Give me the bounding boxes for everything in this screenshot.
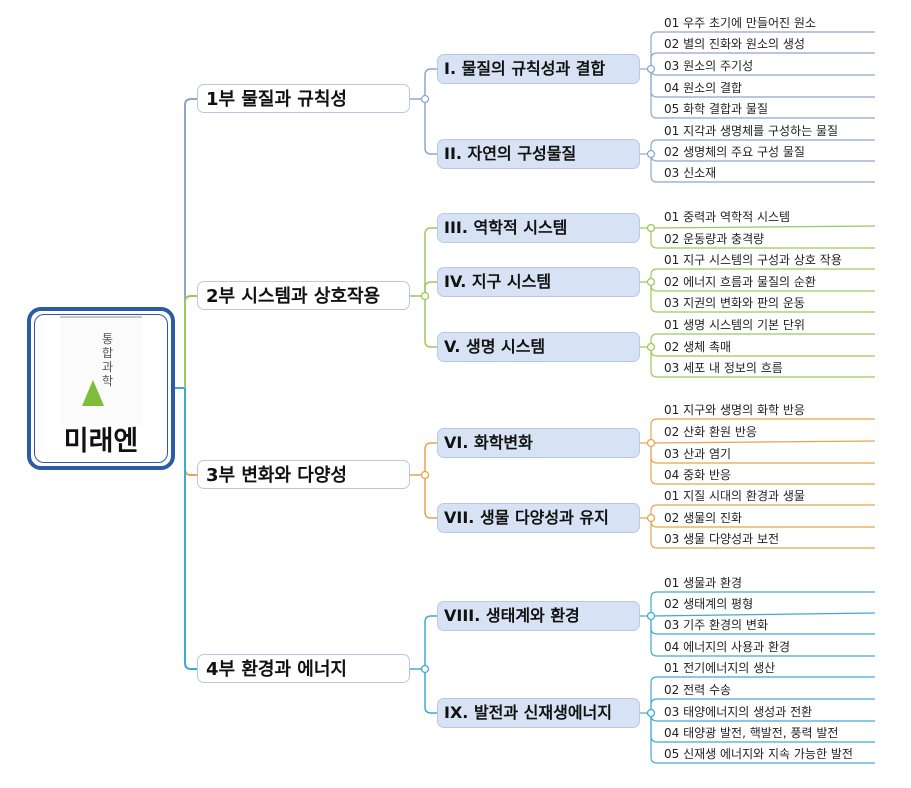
leaf-underline [650, 139, 875, 154]
chapter-connector [424, 296, 437, 348]
leaf-topic[interactable]: 04 태양광 발전, 핵발전, 풍력 발전 [664, 726, 839, 740]
leaf-topic[interactable]: 05 화학 결합과 물질 [664, 102, 768, 116]
leaf-topic[interactable]: 02 별의 진화와 원소의 생성 [664, 37, 805, 51]
collapse-toggle[interactable] [420, 470, 430, 480]
leaf-topic[interactable]: 04 원소의 결합 [664, 81, 743, 95]
leaf-topic[interactable]: 01 지각과 생명체를 구성하는 물질 [664, 124, 839, 138]
collapse-toggle[interactable] [420, 291, 430, 301]
chapter-node[interactable]: I. 물질의 규칙성과 결합 [437, 54, 640, 84]
root-inner-border [34, 314, 168, 463]
leaf-underline [650, 612, 876, 617]
leaf-topic[interactable]: 03 생물 다양성과 보전 [664, 532, 780, 546]
collapse-toggle[interactable] [420, 94, 430, 104]
leaf-topic[interactable]: 01 중력과 역학적 시스템 [664, 210, 791, 224]
leaf-topic[interactable]: 02 에너지 흐름과 물질의 순환 [664, 275, 816, 289]
root-node[interactable]: 통합 과학 미래엔 [27, 307, 175, 470]
collapse-toggle[interactable] [646, 149, 656, 159]
part-connector [184, 388, 197, 670]
leaf-underline [650, 154, 875, 183]
root-label: 미래엔 [63, 426, 139, 457]
leaf-underline [650, 418, 875, 443]
leaf-topic[interactable]: 02 생물의 진화 [664, 511, 743, 525]
textbook-cover-image: 통합 과학 [60, 316, 142, 426]
part-node[interactable]: 2부 시스템과 상호작용 [197, 281, 410, 310]
leaf-topic[interactable]: 03 산과 염기 [664, 447, 732, 461]
leaf-topic[interactable]: 01 우주 초기에 만들어진 원소 [664, 16, 816, 30]
leaf-topic[interactable]: 04 에너지의 사용과 환경 [664, 640, 791, 654]
chapter-connector [424, 475, 437, 519]
chapter-node[interactable]: VI. 화학변화 [437, 428, 640, 458]
leaf-topic[interactable]: 03 태양에너지의 생성과 전환 [664, 705, 813, 719]
chapter-connector [424, 442, 437, 475]
leaf-underline [650, 504, 875, 518]
leaf-underline [650, 347, 875, 378]
leaf-underline [650, 225, 876, 229]
collapse-toggle[interactable] [646, 64, 656, 74]
chapter-node[interactable]: IV. 지구 시스템 [437, 267, 640, 297]
chapter-connector [424, 99, 437, 155]
leaf-underline [650, 440, 876, 444]
leaf-underline [650, 69, 875, 119]
collapse-toggle[interactable] [646, 223, 656, 233]
leaf-topic[interactable]: 02 운동량과 충격량 [664, 232, 765, 246]
leaf-topic[interactable]: 01 지구와 생명의 화학 반응 [664, 403, 805, 417]
leaf-underline [650, 443, 875, 485]
leaf-topic[interactable]: 01 전기에너지의 생산 [664, 661, 776, 675]
part-connector [184, 295, 197, 388]
leaf-underline [650, 698, 875, 713]
chapter-node[interactable]: IX. 발전과 신재생에너지 [437, 698, 640, 728]
flask-icon [82, 380, 104, 406]
leaf-topic[interactable]: 01 지구 시스템의 구성과 상호 작용 [664, 253, 842, 267]
collapse-toggle[interactable] [646, 438, 656, 448]
chapter-node[interactable]: III. 역학적 시스템 [437, 213, 640, 243]
leaf-underline [650, 713, 875, 764]
leaf-underline [650, 616, 875, 657]
leaf-topic[interactable]: 03 신소재 [664, 166, 717, 180]
collapse-toggle[interactable] [646, 277, 656, 287]
leaf-topic[interactable]: 01 생명 시스템의 기본 단위 [664, 318, 805, 332]
leaf-underline [650, 676, 875, 713]
leaf-topic[interactable]: 02 생체 촉매 [664, 340, 732, 354]
collapse-toggle[interactable] [646, 611, 656, 621]
leaf-underline [650, 268, 875, 282]
chapter-node[interactable]: VII. 생물 다양성과 유지 [437, 503, 640, 533]
chapter-connector [424, 68, 437, 99]
part-node[interactable]: 4부 환경과 에너지 [197, 654, 410, 683]
leaf-topic[interactable]: 04 중화 반응 [664, 468, 732, 482]
part-node[interactable]: 1부 물질과 규칙성 [197, 84, 410, 113]
part-node[interactable]: 3부 변화와 다양성 [197, 460, 410, 489]
collapse-toggle[interactable] [646, 342, 656, 352]
collapse-toggle[interactable] [420, 664, 430, 674]
chapter-connector [424, 227, 437, 296]
leaf-topic[interactable]: 01 지질 시대의 환경과 생물 [664, 489, 805, 503]
leaf-underline [650, 228, 875, 249]
leaf-topic[interactable]: 01 생물과 환경 [664, 576, 743, 590]
leaf-underline [650, 591, 875, 616]
leaf-underline [650, 282, 875, 313]
chapter-node[interactable]: II. 자연의 구성물질 [437, 139, 640, 169]
cover-title: 통합 과학 [102, 332, 114, 388]
chapter-connector [424, 281, 437, 296]
leaf-topic[interactable]: 02 전력 수송 [664, 683, 732, 697]
leaf-underline [650, 31, 875, 69]
chapter-node[interactable]: VIII. 생태계와 환경 [437, 601, 640, 631]
leaf-topic[interactable]: 03 세포 내 정보의 흐름 [664, 361, 783, 375]
leaf-topic[interactable]: 03 지권의 변화와 판의 운동 [664, 296, 805, 310]
leaf-underline [650, 518, 875, 549]
leaf-underline [650, 52, 875, 69]
leaf-topic[interactable]: 02 생태계의 평형 [664, 597, 754, 611]
leaf-topic[interactable]: 05 신재생 에너지와 지속 가능한 발전 [664, 747, 853, 761]
leaf-topic[interactable]: 02 산화 환원 반응 [664, 425, 757, 439]
leaf-topic[interactable]: 03 원소의 주기성 [664, 59, 754, 73]
chapter-connector [424, 669, 437, 714]
leaf-underline [650, 333, 875, 347]
leaf-topic[interactable]: 03 기주 환경의 변화 [664, 618, 768, 632]
part-connector [184, 388, 197, 476]
part-connector [184, 98, 197, 388]
collapse-toggle[interactable] [646, 708, 656, 718]
collapse-toggle[interactable] [646, 513, 656, 523]
chapter-connector [424, 615, 437, 669]
chapter-node[interactable]: V. 생명 시스템 [437, 332, 640, 362]
leaf-topic[interactable]: 02 생명체의 주요 구성 물질 [664, 145, 805, 159]
